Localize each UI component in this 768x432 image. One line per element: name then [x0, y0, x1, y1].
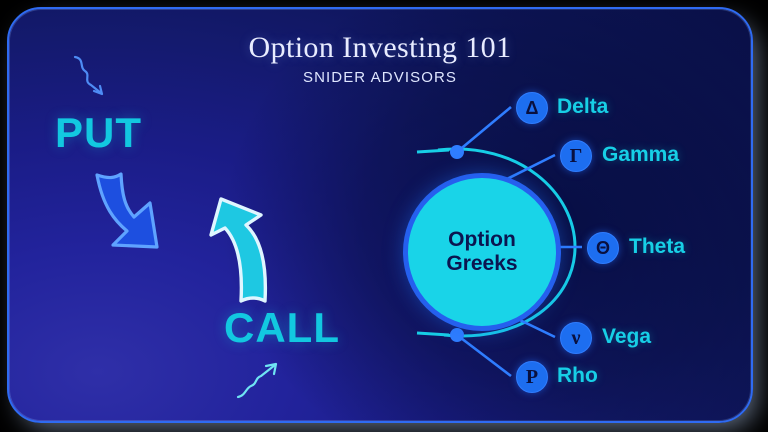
rho-badge-icon[interactable]: Ρ	[516, 361, 548, 393]
option-greeks-hub: Option Greeks	[403, 173, 561, 331]
slide-panel: Option Investing 101 SNIDER ADVISORS PUT…	[7, 7, 753, 423]
page-subtitle: SNIDER ADVISORS	[302, 69, 458, 86]
greek-label-gamma: Gamma	[602, 143, 680, 166]
greek-label-vega: Vega	[602, 325, 652, 348]
thick-down-right-arrow-icon	[95, 172, 159, 249]
hub-line-1: Option	[448, 228, 516, 252]
delta-badge-icon[interactable]: Δ	[516, 92, 548, 124]
page-title: Option Investing 101	[248, 31, 512, 64]
greek-label-delta: Delta	[557, 95, 609, 118]
gamma-badge-icon[interactable]: Γ	[560, 140, 592, 172]
greek-label-theta: Theta	[629, 235, 686, 258]
squiggly-down-arrow-icon	[73, 55, 104, 96]
vega-badge-icon[interactable]: ν	[560, 322, 592, 354]
option-greeks-diagram: Option Greeks Δ Delta Γ Gamma Θ Theta ν …	[389, 71, 739, 401]
squiggly-up-arrow-icon	[236, 362, 278, 399]
put-label: PUT	[55, 109, 142, 156]
greek-label-rho: Rho	[557, 364, 598, 387]
call-label: CALL	[224, 304, 340, 351]
hub-line-2: Greeks	[446, 252, 518, 275]
theta-badge-icon[interactable]: Θ	[587, 232, 619, 264]
thick-up-left-arrow-icon	[209, 197, 268, 303]
